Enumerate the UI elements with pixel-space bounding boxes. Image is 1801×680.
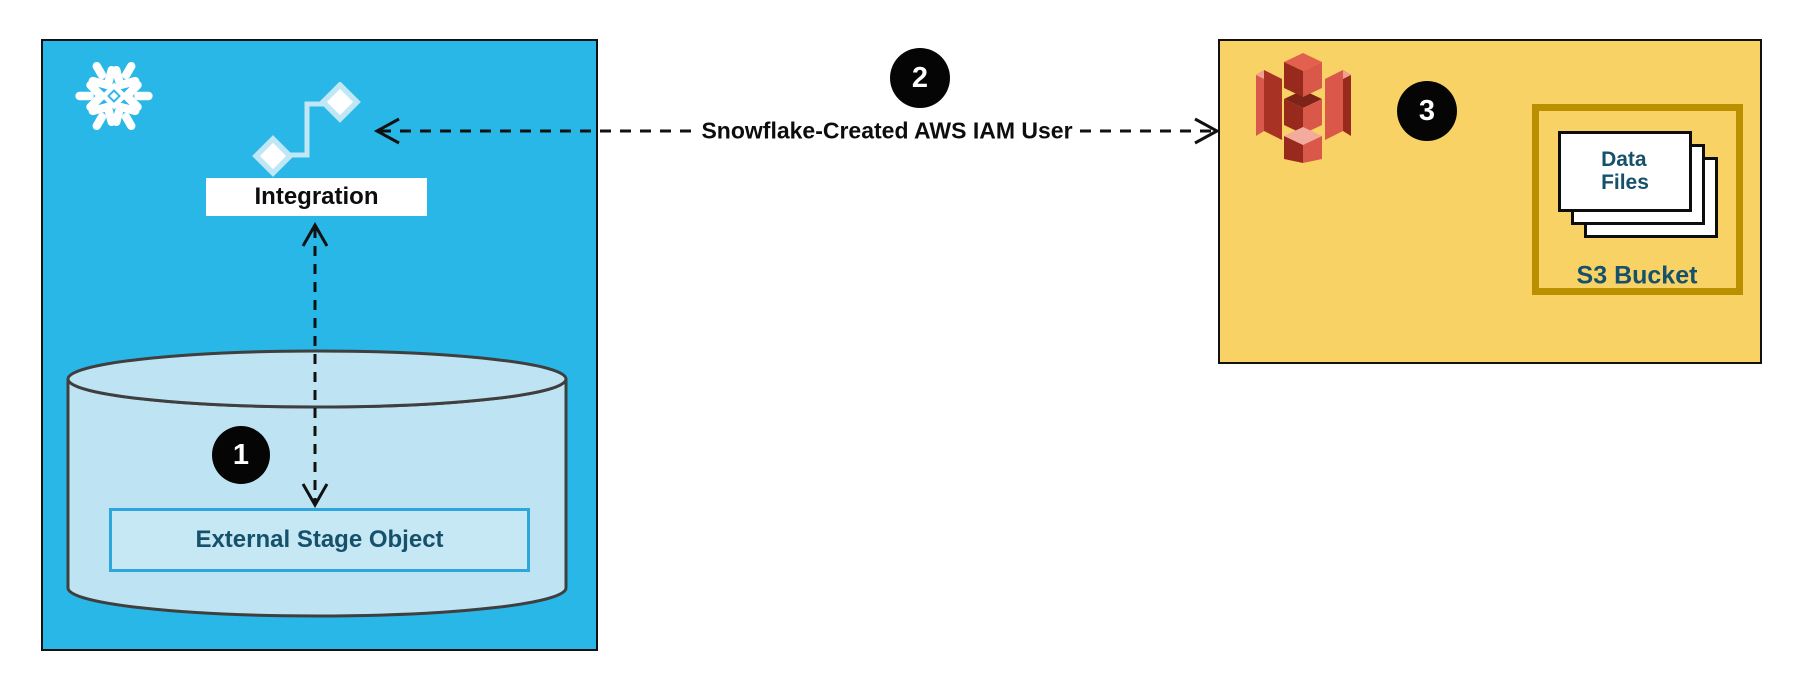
step-badge-1: 1 [212, 426, 270, 484]
iam-user-label: Snowflake-Created AWS IAM User [697, 116, 1077, 146]
external-stage-box: External Stage Object [109, 508, 530, 572]
s3-bucket-box [1532, 104, 1743, 295]
s3-bucket-label: S3 Bucket [1576, 261, 1698, 290]
step-badge-2: 2 [890, 48, 950, 108]
s3-icon [1256, 53, 1351, 163]
database-cylinder [66, 349, 568, 618]
snowflake-logo-icon [75, 61, 153, 131]
data-files-stack: Data Files [1558, 131, 1692, 212]
integration-label: Integration [206, 178, 427, 216]
step-badge-3: 3 [1397, 81, 1457, 141]
integration-icon [252, 82, 361, 177]
data-files-label: Data Files [1601, 148, 1649, 194]
